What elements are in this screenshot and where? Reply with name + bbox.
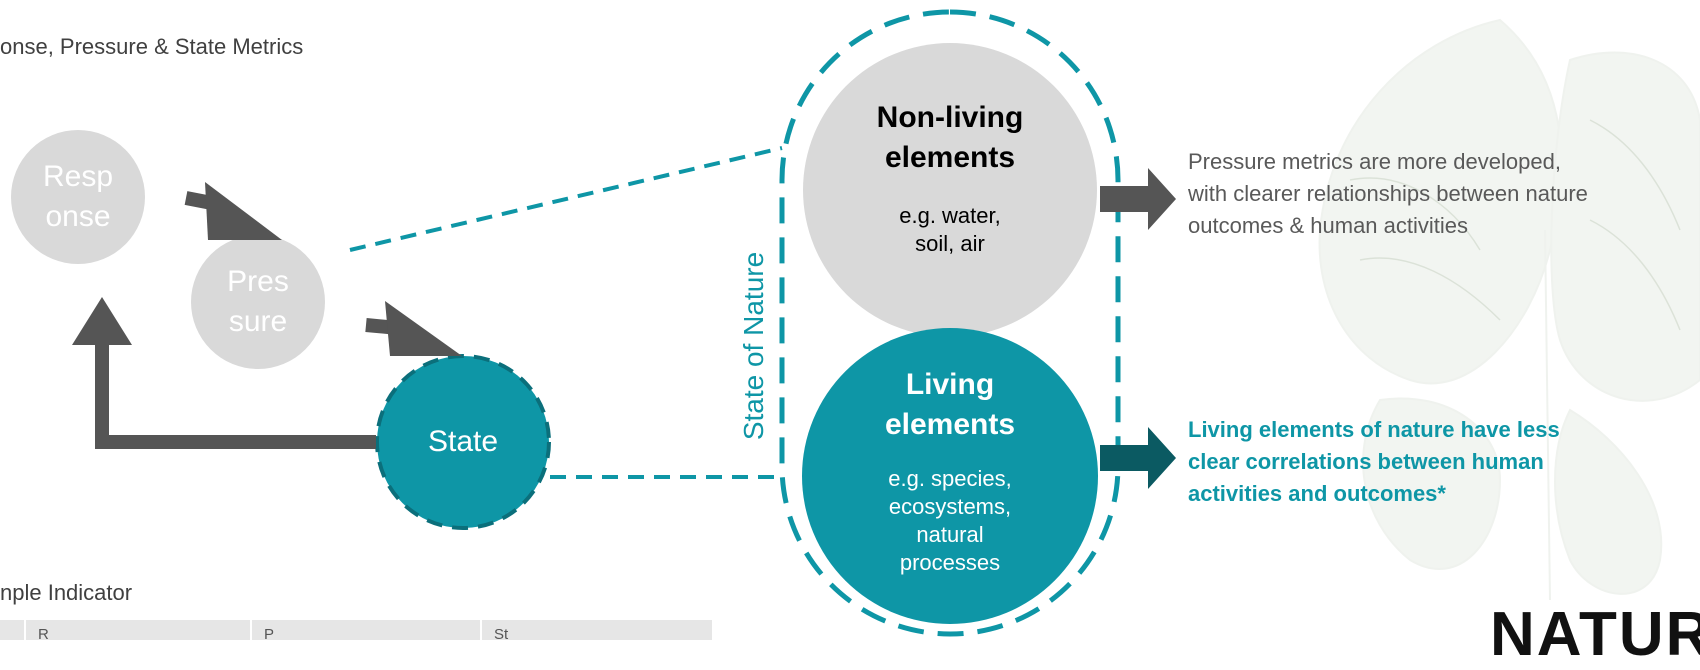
non-living-title: Non-living elements bbox=[876, 101, 1024, 174]
non-living-outcome-arrow bbox=[1100, 168, 1176, 230]
state-label: State bbox=[427, 425, 499, 458]
table-header-cell-state: St bbox=[480, 620, 712, 640]
living-title: Living elements bbox=[884, 368, 1016, 441]
response-circle bbox=[11, 130, 145, 264]
response-to-pressure-arrow bbox=[184, 182, 282, 240]
pressure-to-state-arrow bbox=[365, 301, 462, 356]
diagram-subtitle: onse, Pressure & State Metrics bbox=[0, 34, 304, 59]
state-of-nature-container bbox=[779, 9, 1121, 637]
diagram-canvas bbox=[11, 9, 1176, 637]
table-header-cell-response: R bbox=[24, 620, 250, 640]
living-examples: e.g. species, ecosystems, natural proces… bbox=[888, 466, 1012, 575]
example-indicator-label: nple Indicator bbox=[0, 580, 133, 605]
state-circle bbox=[375, 354, 551, 530]
living-elements-note: Living elements of nature have less clea… bbox=[1188, 417, 1560, 506]
pressure-metrics-note: Pressure metrics are more developed, wit… bbox=[1188, 149, 1588, 238]
non-living-circle bbox=[803, 43, 1097, 337]
butterfly-watermark-icon bbox=[1318, 18, 1700, 601]
pressure-label: Pres sure bbox=[227, 265, 289, 338]
response-label: Resp onse bbox=[42, 160, 114, 233]
non-living-examples: e.g. water, soil, air bbox=[899, 203, 1001, 256]
state-of-nature-label: State of Nature bbox=[738, 251, 769, 441]
nature-logo: NATURE bbox=[1490, 600, 1700, 669]
pressure-circle bbox=[191, 235, 325, 369]
living-circle bbox=[802, 328, 1098, 624]
living-outcome-arrow bbox=[1100, 427, 1176, 489]
example-indicator-table-header: R P St bbox=[0, 620, 712, 640]
table-header-cell-pressure: P bbox=[250, 620, 480, 640]
table-header-cell bbox=[0, 620, 24, 640]
connector-line-upper bbox=[349, 146, 783, 252]
state-to-response-feedback-arrow bbox=[72, 297, 376, 449]
